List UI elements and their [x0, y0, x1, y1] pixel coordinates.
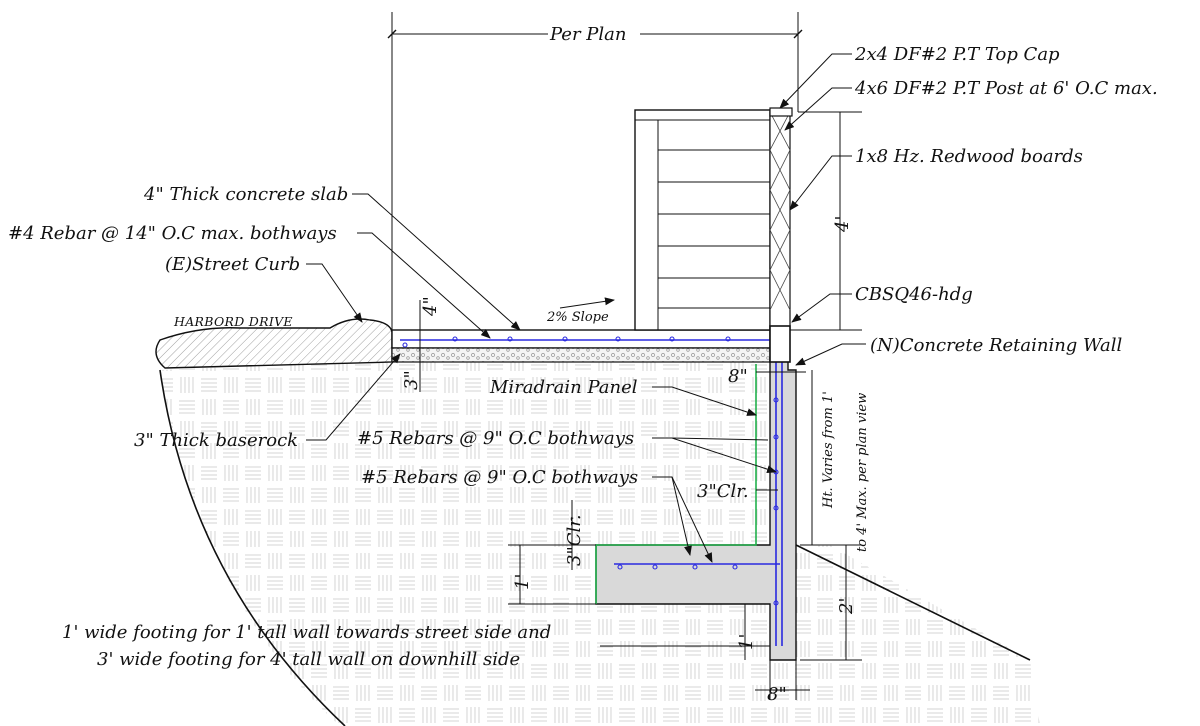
street-curb-label: (E)Street Curb	[165, 254, 300, 275]
cbsq-connector	[769, 325, 791, 363]
boards-label: 1x8 Hz. Redwood boards	[855, 146, 1083, 167]
retaining-wall-label: (N)Concrete Retaining Wall	[870, 335, 1122, 356]
fence-board-panel	[634, 109, 771, 331]
top-cap-label: 2x4 DF#2 P.T Top Cap	[854, 44, 1060, 65]
rebar-slab-label: #4 Rebar @ 14" O.C max. bothways	[8, 223, 337, 244]
slope-label: 2% Slope	[546, 310, 609, 325]
footing-note-line2: 3' wide footing for 4' tall wall on down…	[97, 649, 520, 670]
top-cap	[769, 107, 793, 117]
wall-rebar	[614, 346, 783, 646]
per-plan-dim-label: Per Plan	[549, 24, 626, 45]
footing-depth-dim: 2'	[836, 598, 857, 615]
soil-region	[160, 360, 1040, 726]
wall-top-width-dim: 8"	[728, 366, 748, 387]
rebar-wall-label-2: #5 Rebars @ 9" O.C bothways	[361, 467, 638, 488]
concrete-slab-label: 4" Thick concrete slab	[143, 184, 348, 205]
slab-thickness-dim: 4"	[420, 296, 441, 317]
slab-rebar-dots	[402, 336, 731, 348]
concrete-slab	[391, 329, 771, 349]
clear-cover-vertical-dim: 3"Clr.	[564, 514, 585, 566]
post-label: 4x6 DF#2 P.T Post at 6' O.C max.	[854, 78, 1158, 99]
miradrain-label: Miradrain Panel	[489, 377, 638, 398]
baserock-label: 3" Thick baserock	[134, 430, 298, 451]
footing-lower-height-dim: 1'	[736, 634, 757, 650]
ground-boundary-left	[159, 369, 346, 726]
rebar-wall-label-1: #5 Rebars @ 9" O.C bothways	[357, 428, 634, 449]
wall-bottom-width-dim: 8"	[767, 684, 787, 705]
street-name-label: HARBORD DRIVE	[173, 314, 293, 329]
footing-left-height-dim: 1'	[512, 574, 533, 590]
wall-height-note-line2: to 4' Max. per plan view	[855, 393, 870, 552]
miradrain-panel-line	[595, 364, 757, 604]
ground-boundary-right	[795, 544, 1031, 661]
fence-height-dim: 4'	[832, 216, 853, 233]
footing-note-line1: 1' wide footing for 1' tall wall towards…	[62, 622, 551, 643]
baserock-thickness-dim: 3"	[401, 370, 422, 390]
fence-post-cross	[769, 111, 791, 311]
clear-cover-horizontal-dim: 3"Clr.	[697, 481, 749, 502]
street-curb-profile	[155, 318, 393, 369]
connector-label: CBSQ46-hdg	[855, 284, 973, 305]
wall-height-note-line1: Ht. Varies from 1'	[821, 391, 836, 509]
fence-boards	[658, 149, 770, 309]
baserock-layer	[391, 347, 771, 363]
